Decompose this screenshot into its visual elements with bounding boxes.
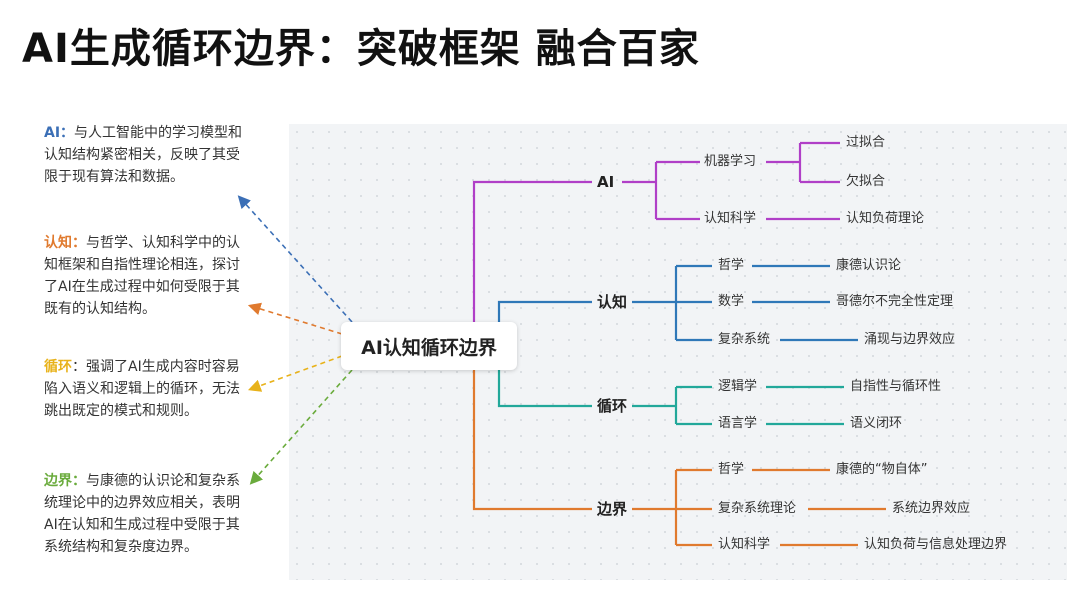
- connector-ai-sub: [622, 160, 700, 221]
- note-cognition-text: 与哲学、认知科学中的认知框架和自指性理论相连，探讨了AI在生成过程中如何受限于其…: [44, 235, 240, 317]
- note-boundary-text: 与康德的认识论和复杂系统理论中的边界效应相关，表明AI在认知和生成过程中受限于其…: [44, 473, 240, 555]
- note-cycle-keyword: 循环: [44, 359, 72, 375]
- note-cognition: 认知：与哲学、认知科学中的认知框架和自指性理论相连，探讨了AI在生成过程中如何受…: [44, 232, 252, 320]
- leaf-cyc-closure: 语义闭环: [850, 416, 903, 431]
- leaf-bnd-info-boundary: 认知负荷与信息处理边界: [864, 537, 1008, 552]
- arrow-to-note-boundary: [249, 369, 353, 485]
- leaf-ai-overfit: 过拟合: [846, 135, 886, 150]
- leaf-cog-kant: 康德认识论: [836, 258, 902, 273]
- connector-root-ai: [472, 180, 592, 345]
- arrow-to-note-cycle: [247, 355, 343, 392]
- leaf-ai-underfit: 欠拟合: [846, 174, 886, 189]
- note-boundary-keyword: 边界：: [44, 473, 86, 489]
- node-cog-philosophy: 哲学: [718, 258, 745, 273]
- note-ai: AI：与人工智能中的学习模型和认知结构紧密相关，反映了其受限于现有算法和数据。: [44, 122, 252, 188]
- node-cog-math: 数学: [718, 294, 745, 309]
- leaf-ai-load: 认知负荷理论: [846, 211, 925, 226]
- note-boundary: 边界：与康德的认识论和复杂系统理论中的边界效应相关，表明AI在认知和生成过程中受…: [44, 470, 252, 558]
- branch-ai: AI: [597, 173, 615, 191]
- connector-bnd-sub: [632, 468, 712, 547]
- note-cycle: 循环：强调了AI生成内容时容易陷入语义和逻辑上的循环，无法跳出既定的模式和规则。: [44, 356, 252, 422]
- arrow-to-note-cognition: [247, 302, 343, 335]
- connector-ai-ml: [766, 141, 840, 184]
- node-bnd-philosophy: 哲学: [718, 462, 745, 477]
- node-cyc-logic: 逻辑学: [718, 379, 758, 394]
- connector-cyc-sub: [632, 385, 712, 426]
- mindmap-root: AI认知循环边界: [341, 322, 517, 370]
- branch-cognition: 认知: [597, 293, 628, 311]
- leaf-cog-emergence: 涌现与边界效应: [864, 332, 956, 347]
- node-bnd-cogsci: 认知科学: [718, 537, 771, 552]
- branch-cycle: 循环: [597, 397, 628, 415]
- connector-root-boundary: [472, 345, 592, 511]
- node-bnd-complex-theory: 复杂系统理论: [718, 501, 797, 516]
- page-title: AI生成循环边界：突破框架 融合百家: [22, 26, 700, 72]
- node-cog-complex: 复杂系统: [718, 332, 771, 347]
- leaf-bnd-thing-in-itself: 康德的“物自体”: [836, 462, 928, 477]
- arrow-to-note-ai: [237, 195, 353, 323]
- leaf-cog-godel: 哥德尔不完全性定理: [836, 294, 954, 309]
- note-ai-text: 与人工智能中的学习模型和认知结构紧密相关，反映了其受限于现有算法和数据。: [44, 125, 243, 185]
- leaf-cyc-selfref: 自指性与循环性: [850, 379, 942, 394]
- leaf-bnd-system-boundary: 系统边界效应: [892, 501, 971, 516]
- note-ai-keyword: AI：: [44, 125, 75, 141]
- node-cyc-linguistics: 语言学: [718, 416, 758, 431]
- note-cognition-keyword: 认知：: [44, 235, 86, 251]
- connector-cog-sub: [632, 264, 712, 342]
- node-ai-ml: 机器学习: [704, 154, 757, 169]
- node-ai-cogsci: 认知科学: [704, 211, 757, 226]
- note-cycle-text: ：强调了AI生成内容时容易陷入语义和逻辑上的循环，无法跳出既定的模式和规则。: [44, 359, 240, 419]
- branch-boundary: 边界: [597, 500, 628, 518]
